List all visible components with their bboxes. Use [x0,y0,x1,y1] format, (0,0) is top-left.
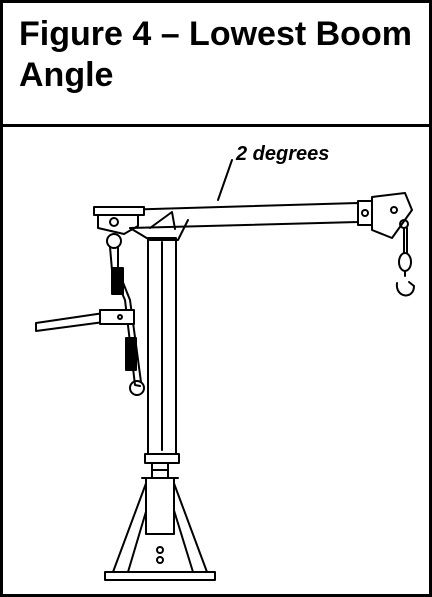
figure-title: Figure 4 – Lowest Boom Angle [19,15,412,94]
pump-handle [35,309,135,332]
crane-base-stand [104,462,216,581]
crane-boom [93,192,413,241]
angle-callout-label: 2 degrees [236,143,330,165]
callout-leader-line [217,159,233,201]
title-box: Figure 4 – Lowest Boom Angle [3,3,429,127]
hydraulic-ram [106,233,145,396]
hoist-hook [395,227,415,297]
crane-mast [144,237,180,464]
